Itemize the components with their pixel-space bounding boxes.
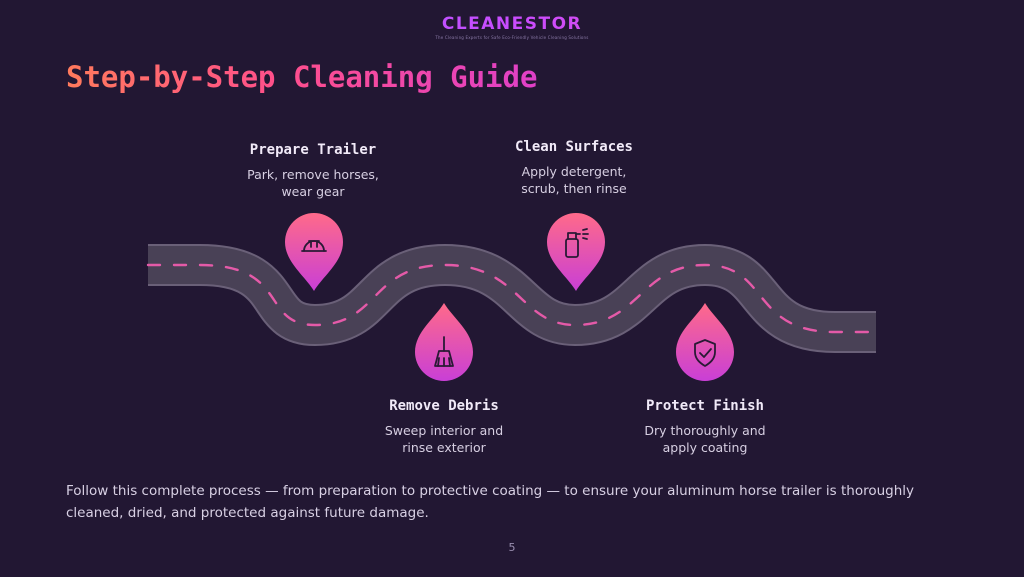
pin-clean-surfaces [547,213,605,291]
broom-icon [434,336,454,367]
step-prepare-trailer: Prepare Trailer Park, remove horses, wea… [213,142,413,200]
shield-check-icon [694,339,716,367]
hard-hat-icon [301,240,327,252]
step-protect-finish: Protect Finish Dry thoroughly and apply … [605,398,805,456]
step-title: Protect Finish [645,398,764,414]
step-desc-line: Sweep interior and [384,423,504,438]
step-title: Clean Surfaces [514,139,633,155]
step-desc-line: scrub, then rinse [521,181,627,196]
page-number: 5 [508,541,516,554]
step-desc-line: Park, remove horses, [247,167,379,182]
step-description: Park, remove horses, wear gear [238,166,388,200]
pin-remove-debris [415,303,473,381]
brand-name: CLEANESTOR [0,14,1024,34]
step-clean-surfaces: Clean Surfaces Apply detergent, scrub, t… [474,139,674,197]
step-desc-line: Apply detergent, [521,164,627,179]
step-description: Apply detergent, scrub, then rinse [499,163,649,197]
page-title: Step-by-Step Cleaning Guide [66,60,538,94]
step-desc-line: Dry thoroughly and [644,423,766,438]
step-title: Prepare Trailer [249,142,377,158]
pin-protect-finish [676,303,734,381]
brand-tagline: The Cleaning Experts for Safe Eco-Friend… [435,35,589,40]
spray-bottle-icon [565,228,589,258]
step-desc-line: rinse exterior [402,440,486,455]
winding-road [146,243,878,353]
step-description: Dry thoroughly and apply coating [630,422,780,456]
step-description: Sweep interior and rinse exterior [369,422,519,456]
step-remove-debris: Remove Debris Sweep interior and rinse e… [344,398,544,456]
pin-prepare-trailer [285,213,343,291]
step-desc-line: wear gear [281,184,345,199]
step-title: Remove Debris [389,398,499,414]
step-desc-line: apply coating [662,440,748,455]
brand-logo: CLEANESTOR The Cleaning Experts for Safe… [0,14,1024,40]
summary-text: Follow this complete process — from prep… [66,483,915,521]
